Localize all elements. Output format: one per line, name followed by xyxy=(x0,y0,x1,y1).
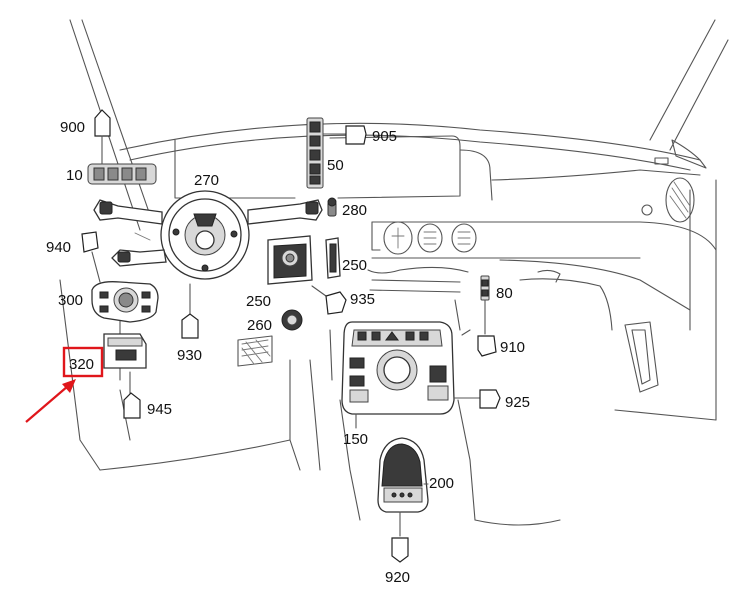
label-10: 10 xyxy=(66,167,83,184)
label-150: 150 xyxy=(343,431,368,448)
label-905: 905 xyxy=(372,128,397,145)
part-945-connector[interactable]: 945 xyxy=(123,392,172,419)
label-945: 945 xyxy=(147,401,172,418)
label-260: 260 xyxy=(247,317,272,334)
part-260-start-button[interactable]: 260 xyxy=(247,309,303,334)
part-150-console-panel[interactable]: 150 xyxy=(341,321,455,448)
label-250-b: 250 xyxy=(342,257,367,274)
label-910: 910 xyxy=(500,339,525,356)
part-925-connector[interactable]: 925 xyxy=(453,389,530,411)
part-900-connector[interactable]: 900 xyxy=(60,109,111,137)
label-80: 80 xyxy=(496,285,513,302)
label-250-a: 250 xyxy=(246,293,271,310)
part-10-switch-panel[interactable]: 10 xyxy=(66,135,157,185)
label-920: 920 xyxy=(385,569,410,586)
part-940-connector[interactable]: 940 xyxy=(46,231,101,283)
part-920-connector[interactable]: 920 xyxy=(385,537,410,586)
part-320-switch[interactable] xyxy=(103,333,147,399)
label-270: 270 xyxy=(194,172,219,189)
label-935: 935 xyxy=(350,291,375,308)
part-300-light-switch[interactable]: 300 xyxy=(58,281,159,323)
part-200-touchpad[interactable]: 200 xyxy=(377,437,454,537)
label-300: 300 xyxy=(58,292,83,309)
pedal xyxy=(237,335,273,367)
part-280-bulb[interactable]: 280 xyxy=(327,197,367,219)
part-320-highlight: 320 xyxy=(62,346,104,378)
label-930: 930 xyxy=(177,347,202,364)
label-940: 940 xyxy=(46,239,71,256)
label-50: 50 xyxy=(327,157,344,174)
label-320: 320 xyxy=(69,356,94,373)
part-80-switch[interactable]: 80 xyxy=(480,275,513,335)
center-vents xyxy=(383,221,477,255)
label-280: 280 xyxy=(342,202,367,219)
part-935-connector[interactable]: 935 xyxy=(311,285,375,315)
label-200: 200 xyxy=(429,475,454,492)
dashboard-outline xyxy=(59,19,729,526)
part-930-connector[interactable]: 930 xyxy=(177,283,202,364)
part-905-connector[interactable]: 905 xyxy=(322,125,397,145)
label-925: 925 xyxy=(505,394,530,411)
part-910-connector[interactable]: 910 xyxy=(477,335,525,357)
part-270-clock-spring[interactable]: 270 xyxy=(93,172,323,280)
highlight-arrow xyxy=(25,379,76,423)
part-250-module-b[interactable]: 250 xyxy=(325,237,367,279)
label-900: 900 xyxy=(60,119,85,136)
part-50-switch-strip[interactable]: 50 xyxy=(306,117,344,189)
part-250-module-a[interactable]: 250 xyxy=(246,235,313,310)
